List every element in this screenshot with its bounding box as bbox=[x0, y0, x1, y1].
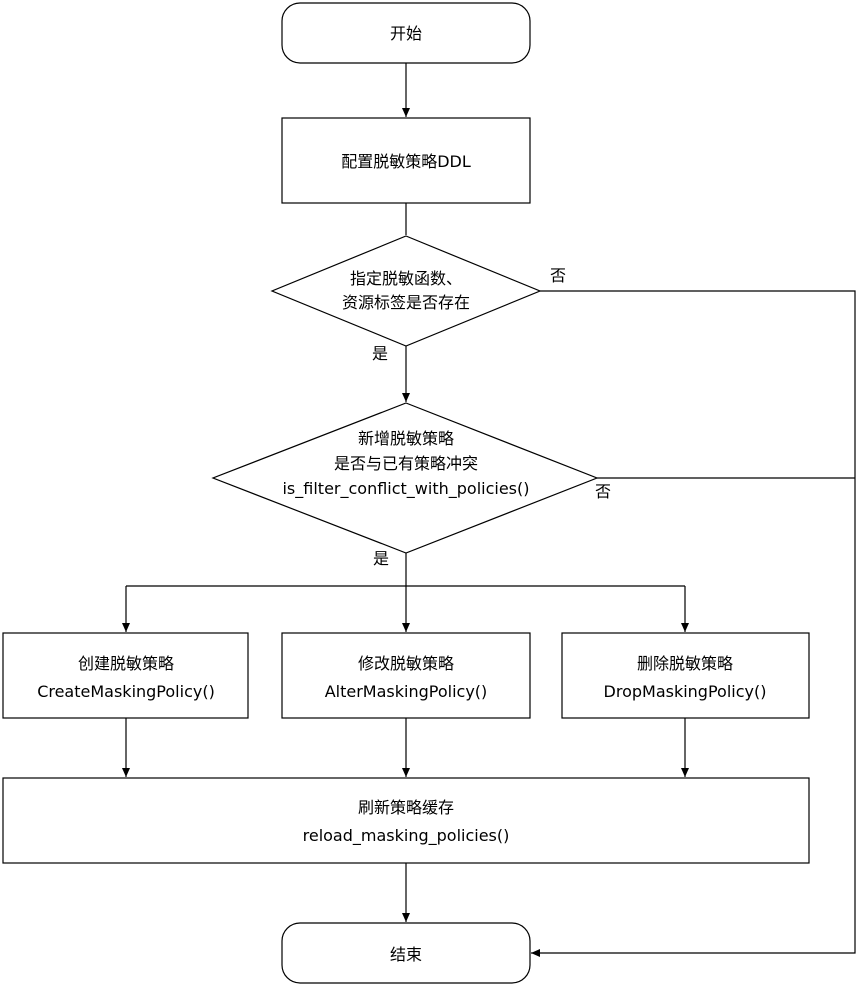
alter-policy-line-1: 修改脱敏策略 bbox=[358, 654, 454, 673]
check1-no-label: 否 bbox=[550, 266, 566, 285]
edge-check1-no-to-end bbox=[531, 290, 856, 957]
reload-cache-node: 刷新策略缓存 reload_masking_policies() bbox=[2, 777, 810, 864]
check-conflict-line-1: 新增脱敏策略 bbox=[358, 429, 454, 448]
check2-yes-label: 是 bbox=[373, 549, 389, 568]
drop-policy-node: 删除脱敏策略 DropMaskingPolicy() bbox=[561, 632, 810, 719]
end-label: 结束 bbox=[390, 945, 422, 964]
create-policy-node: 创建脱敏策略 CreateMaskingPolicy() bbox=[2, 632, 249, 719]
config-ddl-label: 配置脱敏策略DDL bbox=[341, 152, 471, 171]
check-function-label-line-2: 资源标签是否存在 bbox=[342, 293, 470, 312]
reload-cache-line-1: 刷新策略缓存 bbox=[358, 798, 454, 817]
reload-cache-line-2: reload_masking_policies() bbox=[303, 826, 510, 846]
start-node: 开始 bbox=[281, 2, 531, 64]
check1-yes-label: 是 bbox=[372, 344, 388, 363]
check-conflict-decision: 新增脱敏策略 是否与已有策略冲突 is_filter_conflict_with… bbox=[211, 402, 599, 554]
config-ddl-node: 配置脱敏策略DDL bbox=[281, 117, 531, 204]
end-node: 结束 bbox=[281, 922, 531, 984]
check-function-label-decision: 指定脱敏函数、 资源标签是否存在 bbox=[270, 235, 542, 347]
check-conflict-line-2: 是否与已有策略冲突 bbox=[334, 454, 478, 473]
check-function-label-line-1: 指定脱敏函数、 bbox=[350, 269, 462, 288]
create-policy-line-2: CreateMaskingPolicy() bbox=[37, 682, 215, 701]
drop-policy-line-2: DropMaskingPolicy() bbox=[604, 682, 767, 701]
check-conflict-line-3: is_filter_conflict_with_policies() bbox=[282, 479, 529, 499]
alter-policy-node: 修改脱敏策略 AlterMaskingPolicy() bbox=[281, 632, 531, 719]
create-policy-line-1: 创建脱敏策略 bbox=[78, 654, 174, 673]
alter-policy-line-2: AlterMaskingPolicy() bbox=[325, 682, 488, 701]
start-label: 开始 bbox=[390, 24, 422, 43]
drop-policy-line-1: 删除脱敏策略 bbox=[637, 654, 733, 673]
check2-no-label: 否 bbox=[595, 482, 611, 501]
